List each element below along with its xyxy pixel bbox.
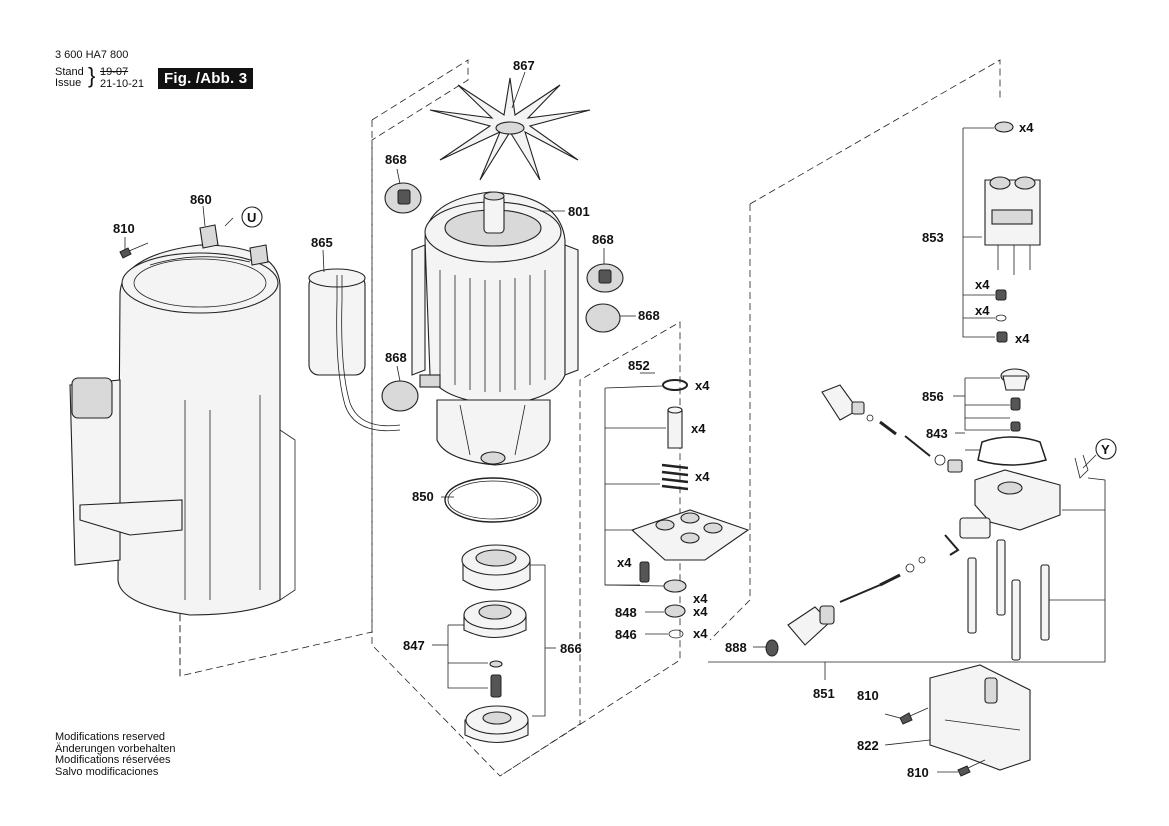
callout-846: 846 [615,627,637,642]
fitting-851-mid [839,534,960,603]
pump-head-852 [630,509,750,561]
qty-852-seal: x4 [693,591,708,606]
callout-810-right-bottom: 810 [907,765,929,780]
mount-868-right-b [585,303,621,333]
callout-868-right-a: 868 [592,232,614,247]
frame-pump-lower [709,204,751,641]
callout-866: 866 [560,641,582,656]
qty-852-spring: x4 [695,469,710,484]
callout-810-right-top: 810 [857,688,879,703]
washer-847 [489,660,503,668]
callout-810-left: 810 [113,221,135,236]
callout-u: U [247,210,256,225]
screw-810-right-top [899,707,929,725]
callout-850: 850 [412,489,434,504]
capacitor-865 [308,268,401,432]
callout-867: 867 [513,58,535,73]
screw-810-left [119,242,149,259]
note-de: Änderungen vorbehalten [55,742,176,755]
qty-853-a: x4 [975,277,990,292]
mount-868-top [384,182,422,214]
note-es: Salvo modificaciones [55,765,159,778]
qty-852-screw: x4 [617,555,632,570]
callout-868-left: 868 [385,350,407,365]
callout-843: 843 [926,426,948,441]
mount-868-left [381,380,419,412]
modifications-note: Modifications reserved Änderungen vorbeh… [55,731,176,778]
callout-868-top: 868 [385,152,407,167]
bearing-866-bottom [464,705,529,743]
screw-847 [490,674,502,698]
bolts-851 [967,539,1050,661]
motor-801 [411,191,579,466]
callout-865: 865 [311,235,333,250]
qty-852-ring: x4 [695,378,710,393]
housing-860 [69,224,296,616]
washer-846 [668,629,684,639]
mount-868-right-a [586,263,624,293]
stand-value: 19-07 [100,66,129,78]
callout-853: 853 [922,230,944,245]
bracket-822 [929,664,1031,771]
part-number: 3 600 HA7 800 [55,49,129,61]
view-marker-u [241,206,263,228]
qty-853-c: x4 [1015,331,1030,346]
callout-860: 860 [190,192,212,207]
swash-847 [463,600,527,638]
issue-label: Issue [55,77,82,89]
note-en: Modifications reserved [55,731,166,743]
figure-badge: Fig. /Abb. 3 [158,68,254,89]
manifold-851 [959,454,1089,539]
qty-853-b: x4 [975,303,990,318]
callout-822: 822 [857,738,879,753]
frame-motor [371,120,681,777]
qty-853-top: x4 [1019,120,1034,135]
view-marker-y [1095,438,1117,460]
pin-852 [667,406,683,449]
callout-856: 856 [922,389,944,404]
callout-852: 852 [628,358,650,373]
ring-852 [662,379,688,391]
callout-801: 801 [568,204,590,219]
seal-852 [663,579,687,593]
leader-lines [124,71,1106,773]
spring-852 [661,463,689,491]
gasket-843 [977,436,1047,466]
screw-852 [639,561,650,583]
stand-label: Stand [55,66,84,78]
fitting-888 [765,605,835,657]
brace: } [88,63,96,88]
oring-850 [444,477,542,523]
qty-846: x4 [693,626,708,641]
callout-851: 851 [813,686,835,701]
issue-value: 21-10-21 [100,78,145,90]
frame-pump [749,59,1001,205]
callout-848: 848 [615,605,637,620]
callout-847: 847 [403,638,425,653]
fan-867 [429,77,591,181]
qty-848: x4 [693,604,708,619]
bearing-866-top [461,544,531,591]
fitting-left-top [821,384,963,473]
qty-852-pin: x4 [691,421,706,436]
valve-856 [1000,368,1030,432]
valve-853 [984,121,1041,343]
callout-888: 888 [725,640,747,655]
screw-810-right-bottom [957,759,986,777]
callout-y: Y [1101,442,1110,457]
callout-868-right-b: 868 [638,308,660,323]
seal-848 [664,604,686,618]
note-fr: Modifications réservées [55,754,171,766]
